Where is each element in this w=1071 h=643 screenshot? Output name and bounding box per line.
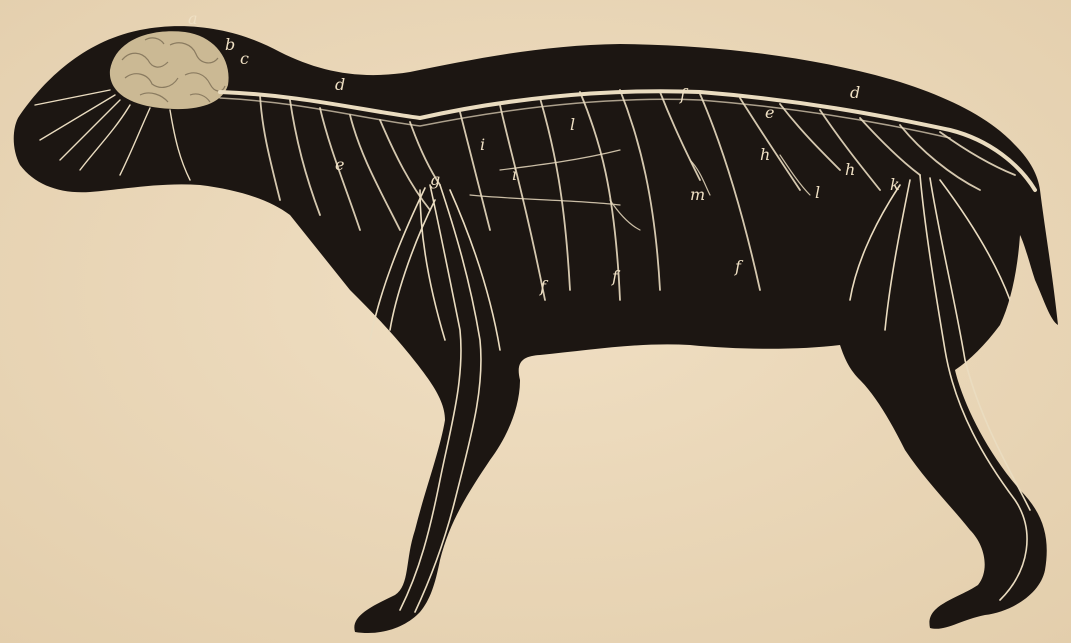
label-g: g	[430, 170, 440, 189]
label-k: k	[890, 175, 900, 194]
label-l2: l	[815, 183, 820, 202]
label-d2: d	[850, 83, 860, 102]
label-e2: e	[765, 103, 774, 122]
label-h: h	[760, 145, 770, 164]
label-c: c	[240, 49, 249, 68]
label-i: i	[480, 135, 485, 154]
label-l: l	[570, 115, 575, 134]
label-d: d	[335, 75, 345, 94]
label-a: a	[188, 9, 198, 28]
label-b: b	[225, 35, 235, 54]
label-m: m	[690, 185, 705, 204]
label-i2: i	[512, 165, 517, 184]
label-h2: h	[845, 160, 855, 179]
label-e: e	[335, 155, 344, 174]
